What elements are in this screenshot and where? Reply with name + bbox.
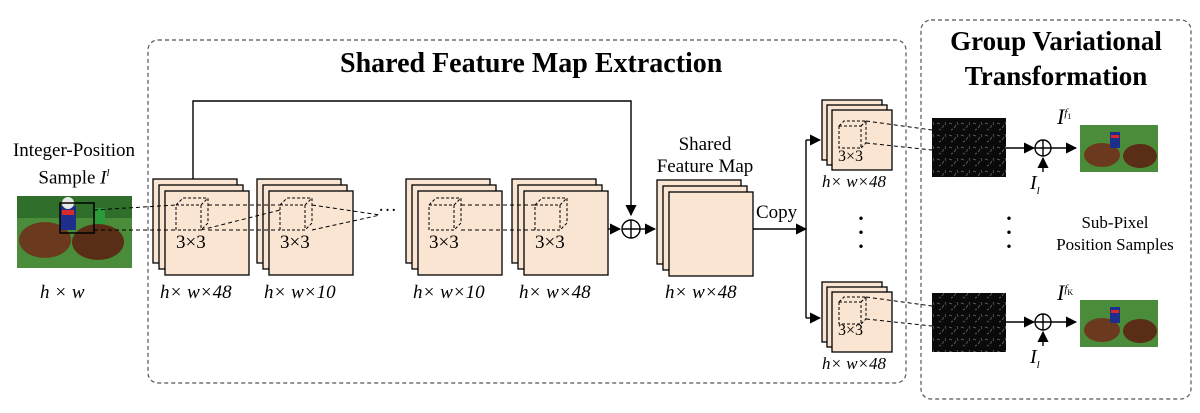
shared-map-label-line2: Feature Map [656, 156, 754, 177]
output-sample-image [1080, 300, 1158, 347]
receptive-field-projections [93, 204, 535, 231]
group-transformation-title: Group Variational Transformation [928, 24, 1184, 94]
input-symbol: I [100, 167, 107, 189]
branch-kernel-label: 3×3 [838, 322, 864, 339]
input-caption-line2: Sample Il [10, 162, 138, 189]
block-dims: h× w×10 [264, 282, 336, 303]
block-dims: h× w×48 [160, 282, 232, 303]
output-symbol: I [1057, 280, 1065, 305]
conv-block-2 [256, 178, 354, 276]
shared-map-label: Shared Feature Map [640, 134, 770, 178]
output-symbol-sup-sub: 1 [1067, 111, 1072, 121]
output-symbol: I [1057, 104, 1065, 129]
group-transformation-region [920, 19, 1192, 400]
output-symbol-sup-sub: K [1067, 287, 1074, 297]
branch-block-2 [821, 281, 933, 353]
skip-connection [192, 100, 637, 217]
kernel-label: 3×3 [429, 232, 459, 253]
adder-top [1006, 139, 1078, 172]
input-symbol-bottom: Il [1030, 346, 1040, 371]
plus-circle-icon [621, 219, 641, 239]
output-sample-image [1080, 125, 1158, 172]
vertical-ellipsis: ··· [856, 202, 866, 263]
input-symbol: I [1030, 346, 1037, 368]
group-title-line2: Transformation [964, 61, 1148, 91]
branch-dims: h× w×48 [822, 172, 887, 191]
kernel-label: 3×3 [176, 232, 206, 253]
residual-map-image [932, 293, 1006, 352]
conv-block-3 [405, 178, 503, 276]
conv-block-1 [152, 178, 250, 276]
output-caption-line2: Position Samples [1056, 235, 1174, 254]
output-symbol-bottom: IfK [1057, 280, 1073, 306]
output-caption: Sub-Pixel Position Samples [1030, 212, 1200, 256]
input-symbol-sub: l [1036, 185, 1040, 197]
input-symbol: I [1030, 172, 1037, 194]
shared-extraction-title: Shared Feature Map Extraction [340, 48, 723, 79]
shared-map-label-line1: Shared [678, 134, 732, 155]
input-dims: h × w [40, 282, 85, 303]
kernel-label: 3×3 [280, 232, 310, 253]
group-title-line1: Group Variational [950, 26, 1162, 56]
vertical-ellipsis: ··· [1004, 202, 1014, 263]
copy-label: Copy [756, 202, 798, 223]
adder-bottom [1006, 313, 1078, 346]
kernel-label: 3×3 [535, 232, 565, 253]
input-caption: Integer-Position Sample Il [10, 140, 138, 189]
input-symbol-sub: l [1036, 359, 1040, 371]
ellipsis: ··· [378, 200, 397, 221]
output-symbol-top: If1 [1057, 104, 1071, 130]
branch-kernel-label: 3×3 [838, 148, 864, 165]
input-symbol-top: Il [1030, 172, 1040, 197]
shared-map-dims: h× w×48 [665, 282, 737, 303]
input-caption-word: Sample [38, 167, 96, 189]
copy-fanout [753, 134, 822, 324]
residual-map-image [932, 118, 1006, 177]
output-symbol-sup: f [1064, 282, 1068, 295]
input-symbol-sup: l [106, 167, 110, 179]
branch-block-1 [821, 99, 933, 171]
block-dims: h× w×48 [519, 282, 591, 303]
output-caption-line1: Sub-Pixel [1081, 213, 1149, 232]
shared-feature-map [656, 179, 754, 277]
output-symbol-sup: f [1064, 106, 1068, 119]
input-caption-line1: Integer-Position [12, 140, 136, 161]
branch-dims: h× w×48 [822, 354, 887, 373]
block-dims: h× w×10 [413, 282, 485, 303]
conv-block-4 [511, 178, 609, 276]
input-sample-image [17, 196, 132, 268]
